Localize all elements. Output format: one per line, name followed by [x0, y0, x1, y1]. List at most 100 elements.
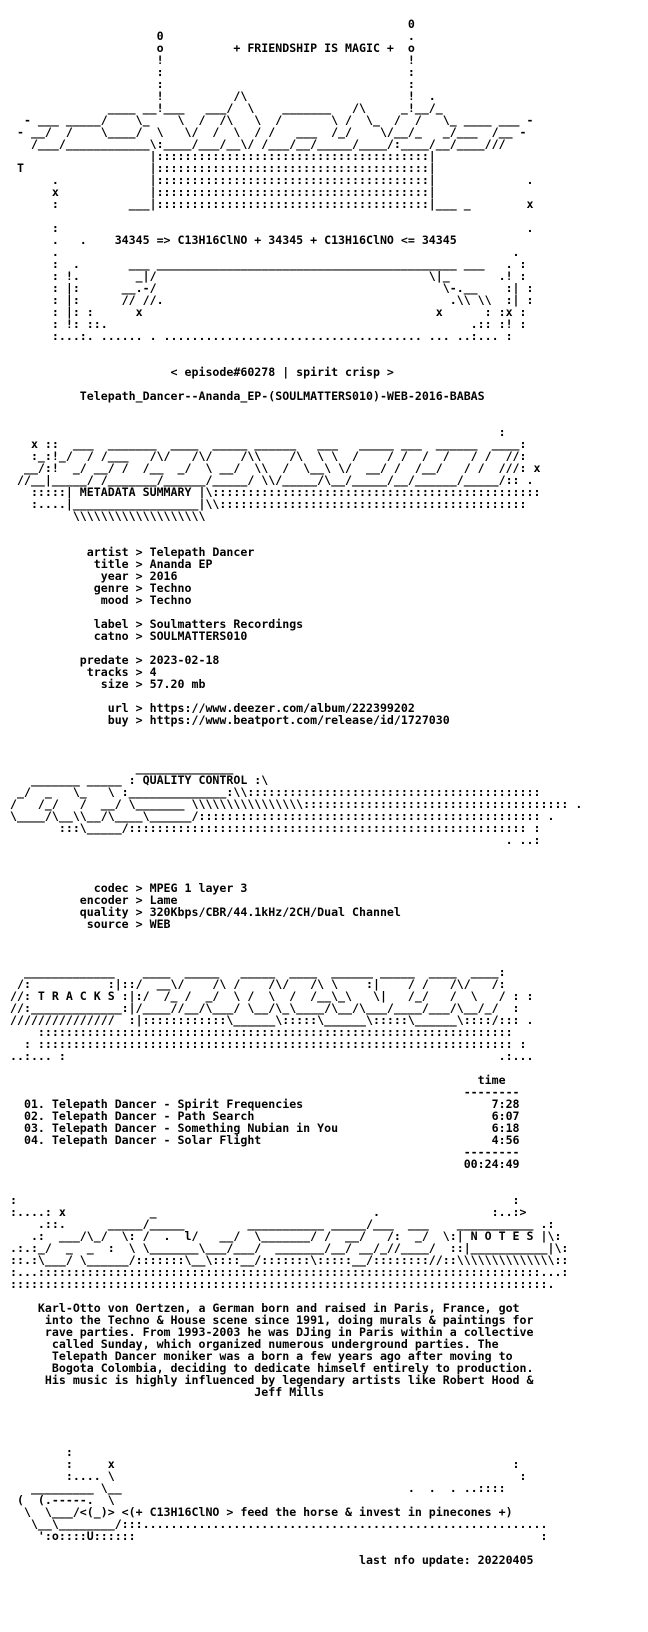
nfo-line: catno > SOULMATTERS010 [10, 629, 248, 643]
nfo-line: |:::::::::::::::::::::::::::::::::::::::… [10, 149, 436, 163]
nfo-line: ( (.-----. \ [10, 1493, 115, 1507]
nfo-line [10, 1170, 648, 1182]
nfo-line: :...:. ...... . ........................… [10, 329, 513, 343]
nfo-line: \____/\__\\__/\____\______/:::::::::::::… [10, 809, 555, 823]
nfo-line [10, 942, 648, 954]
nfo-line: //: T R A C K S :|:/ /_ / _/ \ / \ / /__… [10, 989, 534, 1003]
nfo-line: predate > 2023-02-18 [10, 653, 220, 667]
nfo-line: label > Soulmatters Recordings [10, 617, 304, 631]
nfo-line: . . [10, 245, 520, 259]
nfo-line [10, 1422, 648, 1434]
nfo-line: //__|_____/ /_______/______/_____/ \\/__… [10, 473, 534, 487]
nfo-line: :.... \ : [10, 1469, 527, 1483]
nfo-line: \__\________/:::........................… [10, 1517, 548, 1531]
nfo-line: ::::::::::::::::::::::::::::::::::::::::… [10, 1277, 555, 1291]
nfo-line: . . 34345 => C13H16ClNO + 34345 + C13H16… [10, 233, 457, 247]
nfo-line: Bogota Colombia, deciding to dedicate hi… [10, 1361, 534, 1375]
nfo-line: __/:! _/ __/ / /__ _/ \ __/ \\ / \__\ \/… [10, 461, 541, 475]
nfo-line: 04. Telepath Dancer - Solar Flight 4:56 [10, 1133, 520, 1147]
nfo-line: Karl-Otto von Oertzen, a German born and… [10, 1301, 520, 1315]
nfo-line: //:_____________:|/____//__/\___/ \__/\_… [10, 1001, 520, 1015]
nfo-line: ______________ [10, 761, 234, 775]
nfo-line: ____ __!___ ___/ \ _______ /\ _!__/_ [10, 101, 443, 115]
nfo-line: ::::::::::::::::::::::::::::::::::::::::… [10, 1025, 513, 1039]
nfo-line: rave parties. From 1993-2003 he was DJin… [10, 1325, 534, 1339]
nfo-line: .: ___/\_/ \: / . l/ __/ \_______/ / __/… [10, 1229, 562, 1243]
nfo-line: /: :|::/ __\/ /\ / /\/ /\ \ :| / / /\/ /… [10, 977, 506, 991]
nfo-line: artist > Telepath Dancer [10, 545, 255, 559]
nfo-line: source > WEB [10, 917, 171, 931]
nfo-line: genre > Techno [10, 581, 192, 595]
nfo-line: :_:!_/ / /___ /\/ /\/ /\\ /\ \ \ / / / /… [10, 449, 527, 463]
nfo-line: 02. Telepath Dancer - Path Search 6:07 [10, 1109, 520, 1123]
nfo-line: Jeff Mills [10, 1385, 325, 1399]
nfo-document: 0 0 . o + FRIENDSHIP IS MAGIC + o ! ! : [10, 17, 648, 1566]
nfo-line: _/ _ \_ \ :______________:\\::::::::::::… [10, 785, 541, 799]
nfo-line: .::. _____/_____ ___________ _____/___ _… [10, 1217, 555, 1231]
nfo-line: called Sunday, which organized numerous … [10, 1337, 499, 1351]
nfo-line: - ___ _____/ \_ \ / /\ \ / \ / \_ / / \_… [10, 113, 534, 127]
nfo-line: < episode#60278 | spirit crisp > [10, 365, 394, 379]
nfo-line: :....: x _ . :..:> [10, 1205, 527, 1219]
nfo-line: title > Ananda EP [10, 557, 213, 571]
nfo-line: mood > Techno [10, 593, 192, 607]
nfo-line: /////////////// :|::::::::::::\______\::… [10, 1013, 534, 1027]
nfo-line: : !: ::. .:: :! : [10, 317, 527, 331]
nfo-line [10, 522, 648, 534]
nfo-line: time [10, 1073, 506, 1087]
nfo-line [10, 858, 648, 870]
nfo-line: /___/____________\:____/___/__\/ /___/__… [10, 137, 506, 151]
nfo-line [10, 726, 648, 738]
nfo-line [10, 738, 648, 750]
nfo-line: 00:24:49 [10, 1157, 520, 1171]
nfo-line [10, 1410, 648, 1422]
nfo-line: codec > MPEG 1 layer 3 [10, 881, 248, 895]
nfo-line: .:.:_/ _ _ : \ \_______\___/___/ _______… [10, 1241, 569, 1255]
nfo-line: _________ \__ . . . ..:::: [10, 1481, 506, 1495]
nfo-line: T |:::::::::::::::::::::::::::::::::::::… [10, 161, 436, 175]
nfo-line: quality > 320Kbps/CBR/44.1kHz/2CH/Dual C… [10, 905, 401, 919]
nfo-line: into the Techno & House scene since 1991… [10, 1313, 534, 1327]
nfo-line: : : [10, 77, 415, 91]
nfo-line: : . [10, 221, 534, 235]
nfo-line: ::.:\___/ \______/:::::::\__\::::__/::::… [10, 1253, 569, 1267]
nfo-line: tracks > 4 [10, 665, 157, 679]
nfo-line: : ___|::::::::::::::::::::::::::::::::::… [10, 197, 534, 211]
nfo-line: / /_/ / __/ \_______ \\\\\\\\\\\\\\\\:::… [10, 797, 583, 811]
nfo-line: . ..: [10, 833, 541, 847]
nfo-line: x :: ___ _______ ____ _____ ______ ___ _… [10, 437, 527, 451]
nfo-line: \\\\\\\\\\\\\\\\\\\ [10, 509, 206, 523]
nfo-line: : . ___ ________________________________… [10, 257, 527, 271]
nfo-line: Telepath_Dancer--Ananda_EP-(SOULMATTERS0… [10, 389, 485, 403]
nfo-line: :....|__________________|\\:::::::::::::… [10, 497, 527, 511]
nfo-line: :::\_____/::::::::::::::::::::::::::::::… [10, 821, 541, 835]
nfo-line: His music is highly influenced by legend… [10, 1373, 534, 1387]
nfo-line: : |: : x x : :x : [10, 305, 527, 319]
nfo-line: buy > https://www.beatport.com/release/i… [10, 713, 450, 727]
nfo-line: :...::::::::::::::::::::::::::::::::::::… [10, 1265, 569, 1279]
nfo-line: :::::| METADATA SUMMARY |\::::::::::::::… [10, 485, 541, 499]
nfo-line: -------- [10, 1085, 520, 1099]
nfo-line: 0 . [10, 29, 415, 43]
nfo-line: ..:... : .:... [10, 1049, 534, 1063]
nfo-line [10, 1398, 648, 1410]
nfo-line: -------- [10, 1145, 520, 1159]
nfo-line: o + FRIENDSHIP IS MAGIC + o [10, 41, 415, 55]
nfo-line [10, 846, 648, 858]
nfo-line: : |: // //. .\\ \\ :| : [10, 293, 534, 307]
nfo-line: \ \___/<(_)> <(+ C13H16ClNO > feed the h… [10, 1505, 513, 1519]
nfo-line [10, 930, 648, 942]
nfo-line: year > 2016 [10, 569, 178, 583]
nfo-line [10, 402, 648, 414]
nfo-line: : |: __.-/ \-.__ :| : [10, 281, 534, 295]
nfo-line: : !. _|/ \|_ .! : [10, 269, 527, 283]
nfo-line: : : [10, 65, 415, 79]
nfo-line: 0 [10, 17, 415, 31]
nfo-line: ! /\ ! . [10, 89, 436, 103]
nfo-line [10, 342, 648, 354]
nfo-line: - __/ / \____/ \ \/ / \ / / ___ /_/ \/__… [10, 125, 527, 139]
nfo-line: . |:::::::::::::::::::::::::::::::::::::… [10, 173, 534, 187]
nfo-line: 01. Telepath Dancer - Spirit Frequencies… [10, 1097, 520, 1111]
nfo-line: : : [10, 1193, 520, 1207]
nfo-line: _______ _____ : QUALITY CONTROL :\ [10, 773, 269, 787]
